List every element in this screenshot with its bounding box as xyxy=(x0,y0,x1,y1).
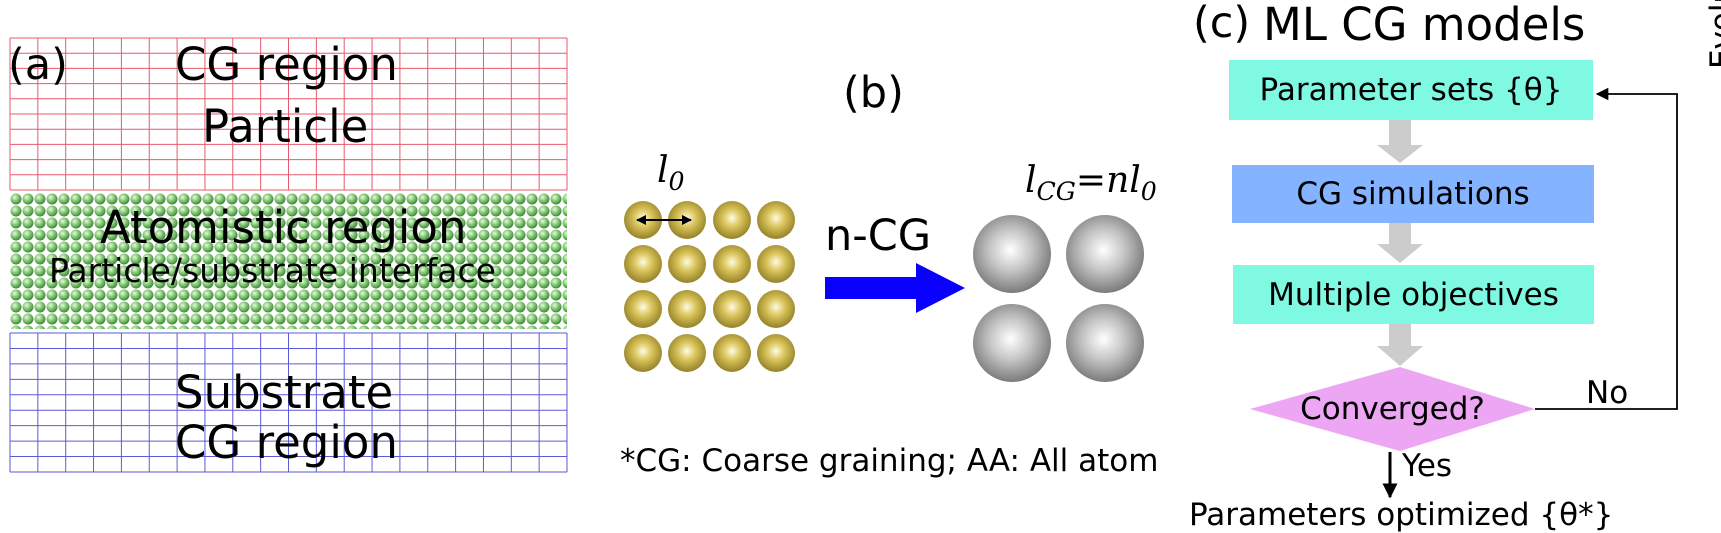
aa-atom xyxy=(757,290,795,328)
panel-c-title: ML CG models xyxy=(1263,0,1586,51)
cg-simulations-text: CG simulations xyxy=(1296,176,1530,212)
aa-atom-lattice xyxy=(624,201,795,372)
aa-atom xyxy=(713,290,751,328)
parameter-sets-text: Parameter sets {θ} xyxy=(1259,72,1563,108)
yes-label: Yes xyxy=(1402,448,1453,484)
aa-atom xyxy=(624,290,662,328)
aa-atom xyxy=(624,334,662,372)
l0-label: l0 xyxy=(657,150,685,197)
cg-bead-lattice xyxy=(973,215,1144,382)
cg-simulations-box xyxy=(1232,165,1594,223)
flow-arrow-2 xyxy=(1377,223,1423,263)
n-cg-label: n-CG xyxy=(825,211,932,261)
substrate-label: Substrate xyxy=(175,366,394,419)
cg-bead xyxy=(1066,215,1144,293)
cg-bead xyxy=(973,215,1051,293)
cg-bead xyxy=(1066,304,1144,382)
result-label: Parameters optimized {θ*} xyxy=(1189,497,1614,533)
converged-text: Converged? xyxy=(1300,391,1485,427)
panel-a-label: (a) xyxy=(8,40,68,90)
n-cg-arrow xyxy=(825,263,965,313)
atomistic-region-label: Atomistic region xyxy=(100,201,467,254)
aa-atom xyxy=(713,201,751,239)
aa-atom xyxy=(757,201,795,239)
aa-atom xyxy=(668,245,706,283)
cg-grid-bottom xyxy=(9,332,568,473)
aa-atom xyxy=(624,245,662,283)
aa-atom xyxy=(713,334,751,372)
cg-region-bottom-label: CG region xyxy=(175,416,398,469)
footnote: *CG: Coarse graining; AA: All atom xyxy=(620,443,1159,479)
evolutionary-algorithm-label: Evolutionary algorithm xyxy=(1704,0,1721,69)
lcg-label: lCG=nl0 xyxy=(1025,160,1157,207)
aa-atom xyxy=(713,245,751,283)
flow-arrow-3 xyxy=(1377,324,1423,366)
cg-region-top-label: CG region xyxy=(175,38,398,91)
no-label: No xyxy=(1586,375,1629,411)
multiple-objectives-box xyxy=(1233,265,1594,324)
particle-label: Particle xyxy=(202,100,369,153)
cg-bead xyxy=(973,304,1051,382)
feedback-line xyxy=(1535,87,1678,410)
panel-c-label: (c) xyxy=(1193,0,1251,48)
aa-atom xyxy=(668,334,706,372)
converged-diamond xyxy=(1250,367,1535,451)
multiple-objectives-text: Multiple objectives xyxy=(1268,276,1559,313)
aa-atom xyxy=(757,334,795,372)
interface-label: Particle/substrate interface xyxy=(49,251,496,290)
panel-b-label: (b) xyxy=(843,68,904,118)
atomistic-layer xyxy=(10,193,567,329)
flow-arrow-1 xyxy=(1377,120,1423,163)
aa-atom xyxy=(757,245,795,283)
cg-grid-top xyxy=(9,37,568,191)
parameter-sets-box xyxy=(1229,60,1593,120)
aa-atom xyxy=(668,290,706,328)
